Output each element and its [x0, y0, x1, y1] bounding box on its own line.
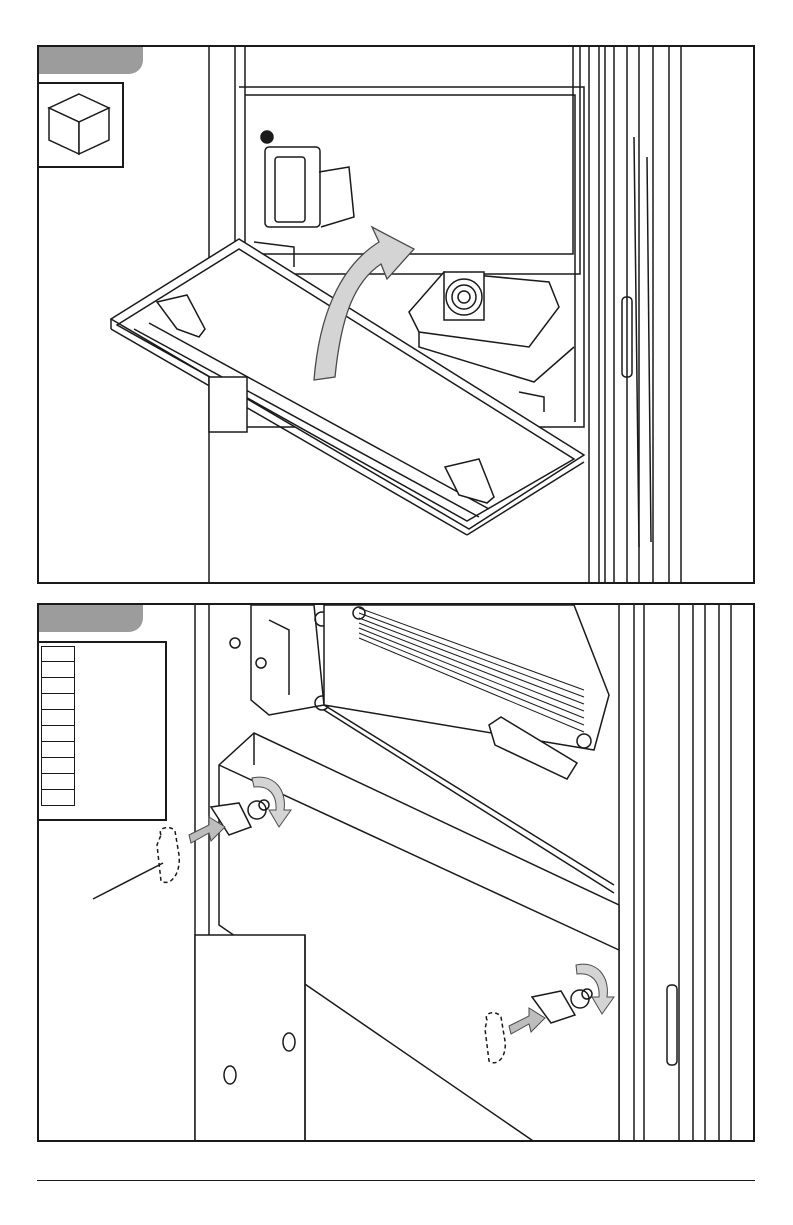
parts-row	[41, 662, 75, 678]
parts-row	[41, 742, 75, 758]
parts-row	[41, 726, 75, 742]
parts-row	[41, 646, 75, 662]
illustration-panel-1	[37, 45, 755, 584]
cabinet-drawer-illustration	[39, 47, 753, 582]
parts-row	[41, 790, 75, 806]
step-tab-1	[37, 45, 143, 74]
footer-divider	[37, 1180, 755, 1181]
view-cube-icon	[39, 84, 122, 168]
parts-row	[41, 710, 75, 726]
parts-row	[41, 758, 75, 774]
parts-list-box	[39, 641, 167, 821]
parts-row	[41, 678, 75, 694]
step-tab-2	[37, 603, 143, 632]
illustration-panel-2	[37, 603, 755, 1142]
parts-row	[41, 694, 75, 710]
parts-row	[41, 774, 75, 790]
view-orientation-box	[39, 82, 124, 168]
